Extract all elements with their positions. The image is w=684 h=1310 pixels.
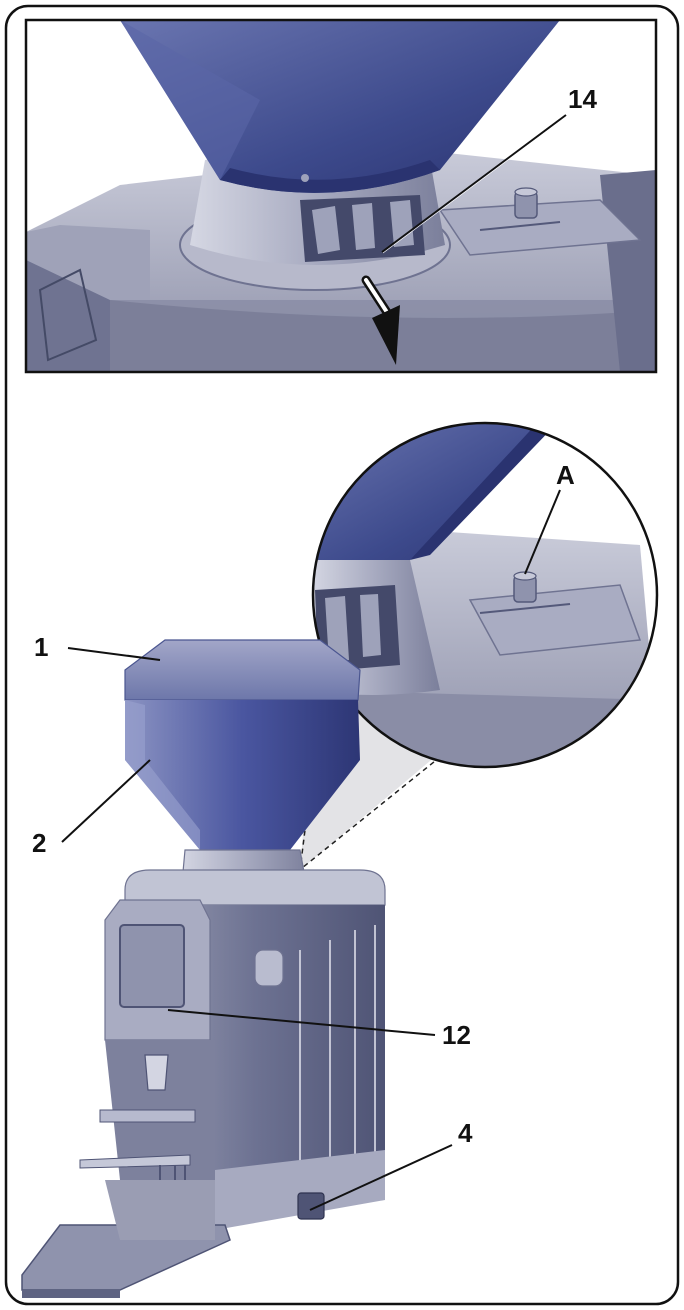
callout-1: 1 [34,632,48,662]
callout-2: 2 [32,828,46,858]
callout-4: 4 [458,1118,473,1148]
leader-line-2 [61,759,151,843]
top-detail-border [24,18,658,374]
callout-14: 14 [568,84,597,114]
top-detail-panel: 14 [24,18,658,374]
callout-A: A [556,460,575,490]
leader-line-1 [67,647,161,661]
hopper-lid [124,639,361,701]
display-screen [119,924,185,1008]
power-switch [297,1192,325,1220]
hopper [125,700,360,760]
leader-line-4 [309,1144,453,1211]
zoom-detail-circle: A [311,421,659,769]
coffee-grinder-illustration [21,639,386,1298]
leader-line-12 [167,1009,436,1036]
callout-12: 12 [442,1020,471,1050]
zoom-circle-border [311,421,659,769]
